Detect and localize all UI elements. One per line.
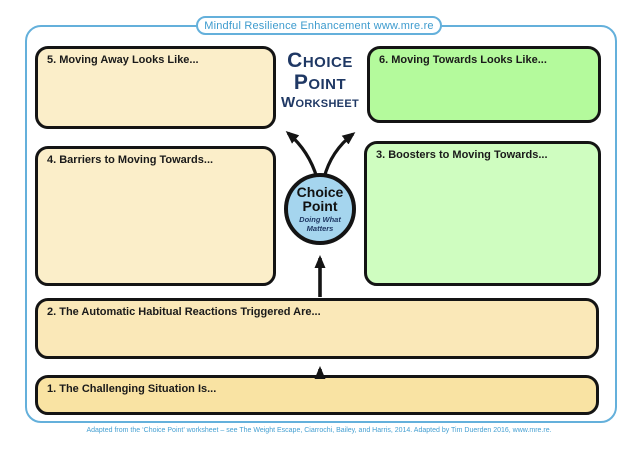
title-line-point: Point	[293, 71, 347, 95]
title-line-worksheet: Worksheet	[281, 94, 359, 112]
choice-point-subtitle: Doing What Matters	[299, 215, 341, 233]
box-moving-away: 5. Moving Away Looks Like...	[35, 46, 276, 129]
header-pill: Mindful Resilience Enhancement www.mre.r…	[196, 16, 442, 35]
box-moving-away-label: 5. Moving Away Looks Like...	[47, 54, 199, 66]
box-boosters: 3. Boosters to Moving Towards...	[364, 141, 601, 286]
choice-point-label-line2: Point	[302, 198, 338, 215]
box-moving-towards-label: 6. Moving Towards Looks Like...	[379, 54, 547, 66]
box-habitual-reactions-label: 2. The Automatic Habitual Reactions Trig…	[47, 306, 321, 318]
worksheet-title: Choice Point Worksheet	[276, 49, 364, 112]
box-barriers: 4. Barriers to Moving Towards...	[35, 146, 276, 286]
box-boosters-label: 3. Boosters to Moving Towards...	[376, 149, 548, 161]
box-challenging-situation: 1. The Challenging Situation Is...	[35, 375, 599, 415]
choice-point-label-line1: Choice	[296, 183, 344, 200]
title-line-choice: Choice	[287, 49, 353, 72]
box-challenging-situation-label: 1. The Challenging Situation Is...	[47, 383, 217, 395]
header-title: Mindful Resilience Enhancement www.mre.r…	[204, 19, 434, 32]
choice-point-circle: Choice Point Doing What Matters	[284, 173, 356, 245]
footer-credit: Adapted from the ‘Choice Point’ workshee…	[86, 427, 552, 434]
box-moving-towards: 6. Moving Towards Looks Like...	[367, 46, 601, 123]
box-barriers-label: 4. Barriers to Moving Towards...	[47, 154, 214, 166]
box-habitual-reactions: 2. The Automatic Habitual Reactions Trig…	[35, 298, 599, 359]
